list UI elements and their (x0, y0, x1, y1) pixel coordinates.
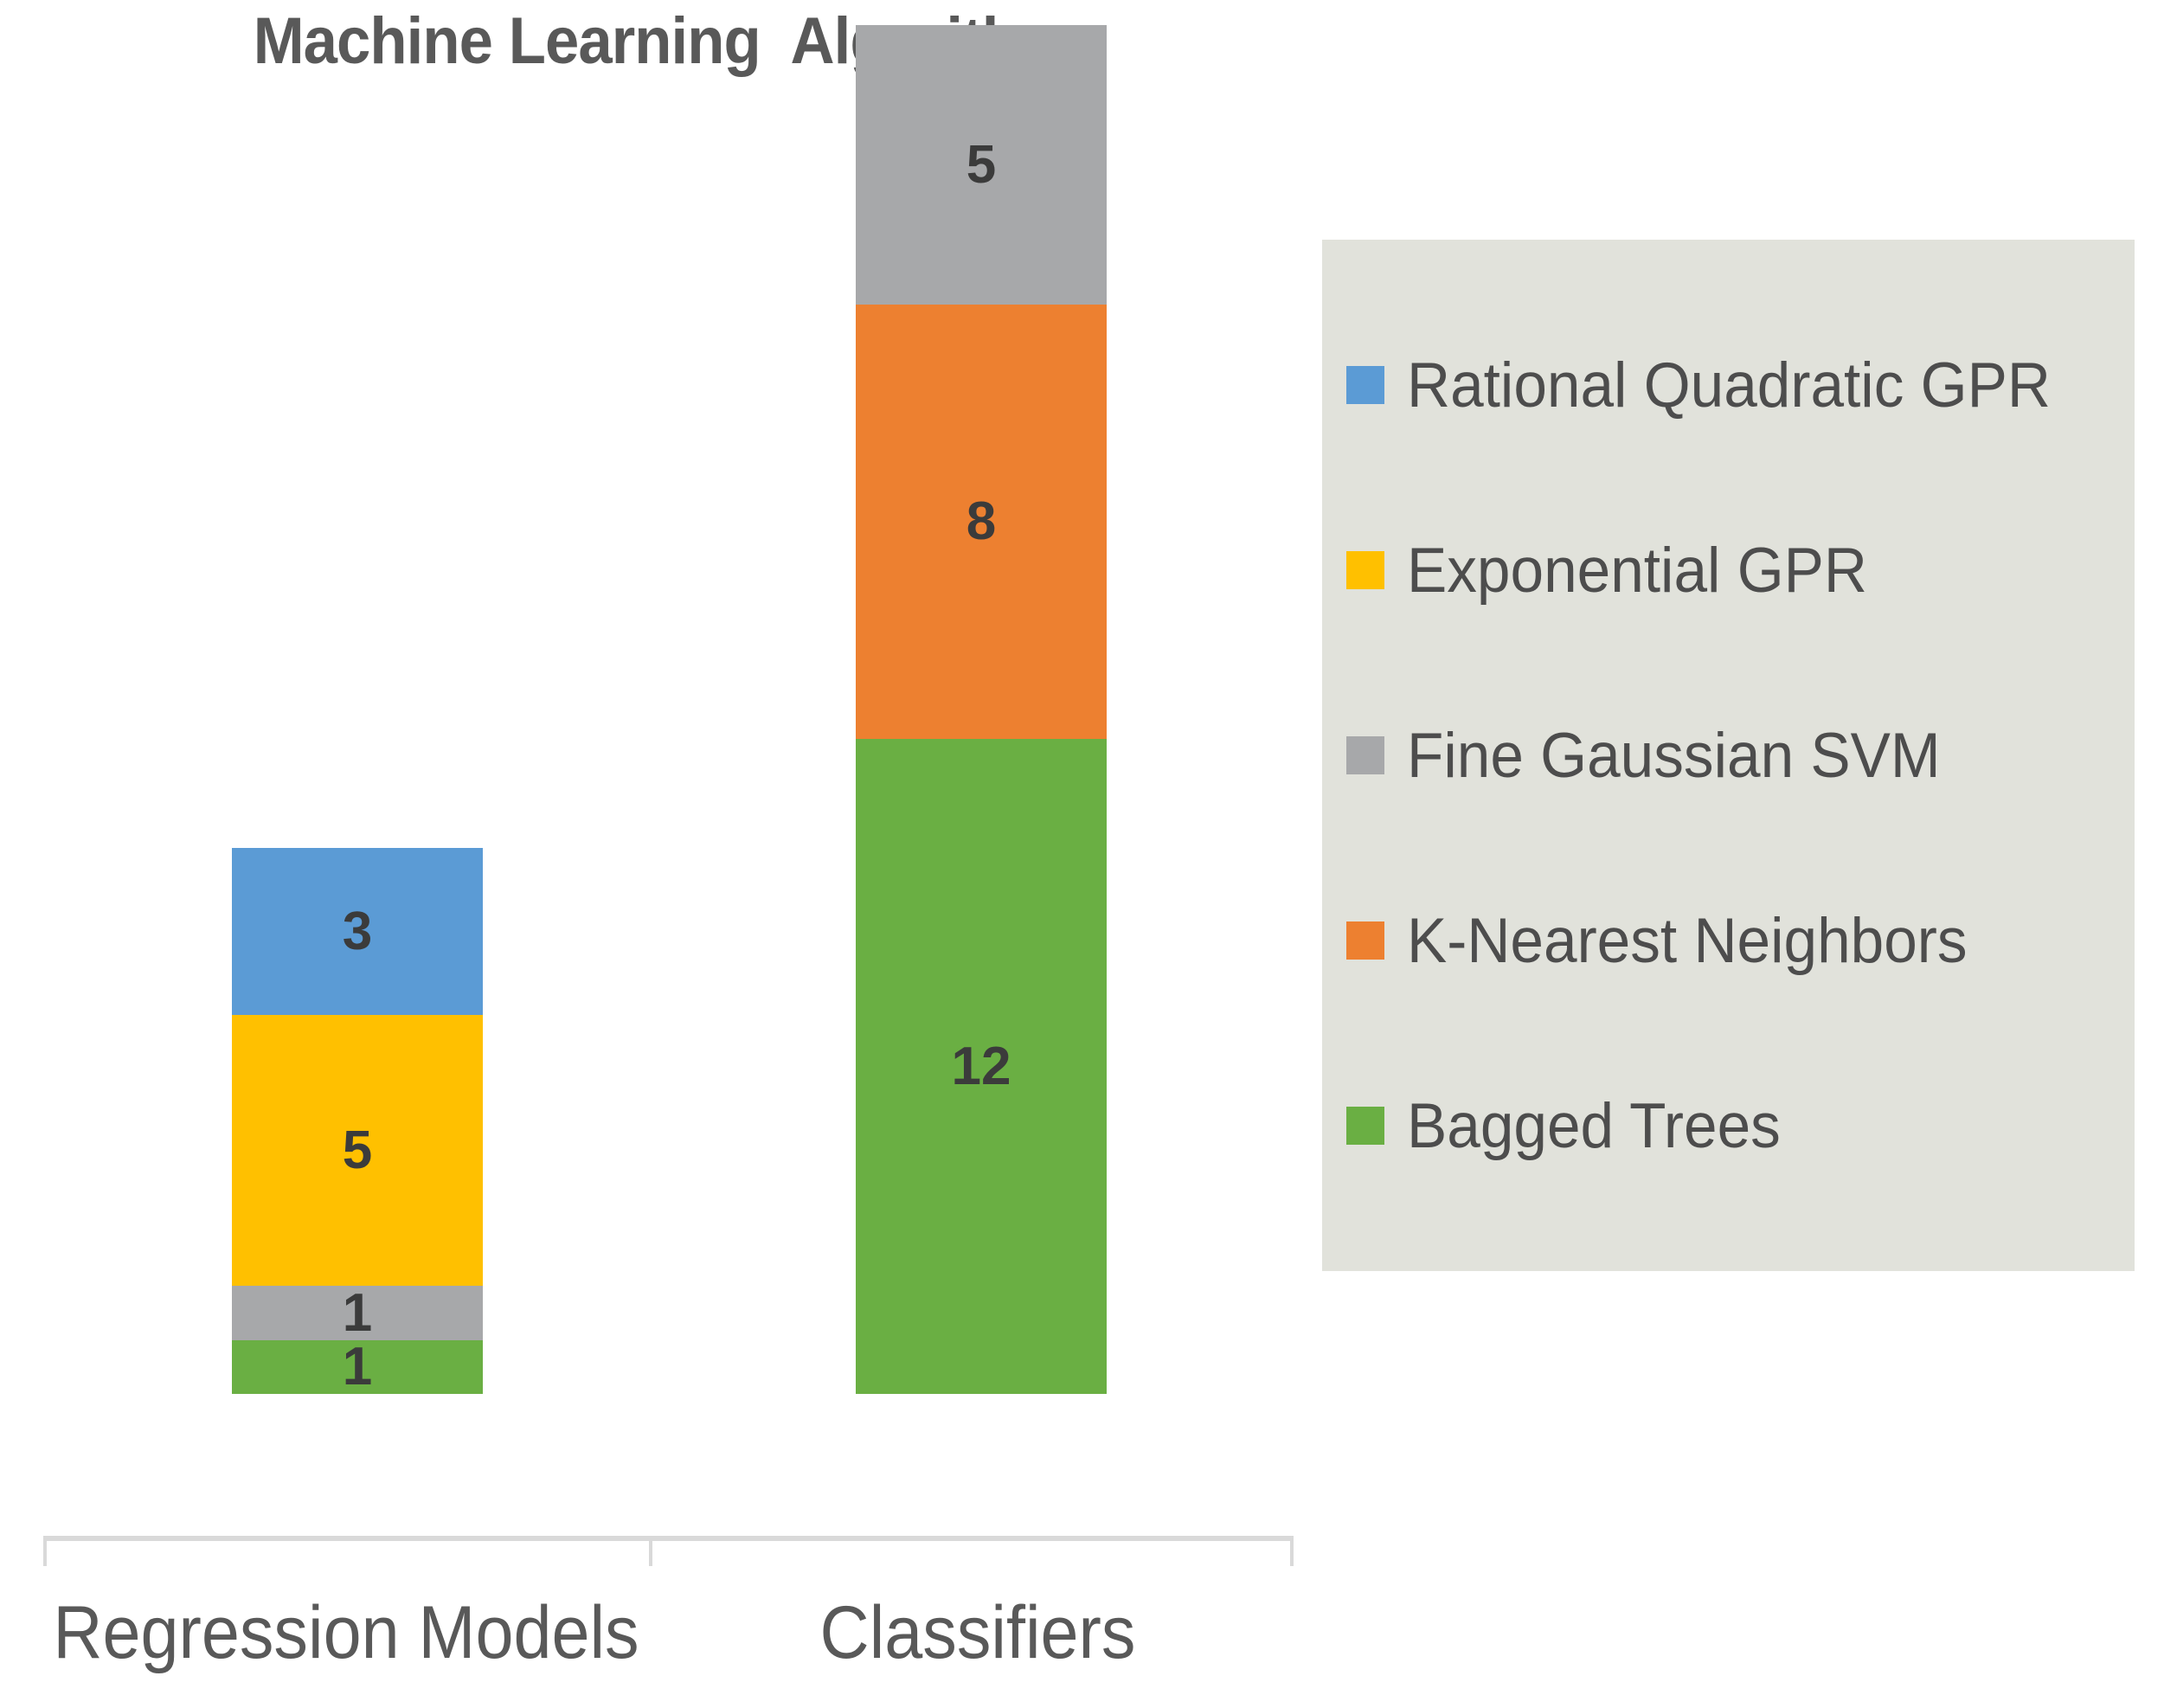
legend-item-k-nearest-neighbors[interactable]: K-Nearest Neighbors (1346, 901, 2135, 980)
bar-value-label: 3 (342, 901, 373, 961)
bar-segment-exponential-gpr[interactable]: 5 (232, 1015, 483, 1286)
legend-item-label: Rational Quadratic GPR (1407, 350, 2051, 421)
legend-swatch-icon (1346, 366, 1384, 404)
bar-segment-k-nearest-neighbors[interactable]: 8 (856, 305, 1107, 739)
legend-item-label: Bagged Trees (1407, 1090, 1781, 1161)
x-axis-tick-middle (649, 1536, 652, 1566)
bar-value-label: 8 (966, 491, 997, 551)
bar-segment-bagged-trees[interactable]: 12 (856, 739, 1107, 1394)
legend-item-exponential-gpr[interactable]: Exponential GPR (1346, 530, 2135, 610)
legend-item-fine-gaussian-svm[interactable]: Fine Gaussian SVM (1346, 716, 2135, 795)
bar-value-label: 1 (342, 1337, 373, 1397)
plot-area: 1 1 5 3 12 8 5 (43, 25, 1294, 1566)
x-axis-line (43, 1536, 1294, 1541)
legend-swatch-icon (1346, 551, 1384, 589)
bar-value-label: 12 (951, 1036, 1011, 1096)
legend-item-label: Exponential GPR (1407, 535, 1867, 606)
bar-value-label: 1 (342, 1282, 373, 1343)
bar-stack-classifiers[interactable]: 12 8 5 (856, 25, 1107, 1394)
x-axis-category-label-regression-models: Regression Models (53, 1591, 639, 1674)
x-axis-tick-left (43, 1536, 47, 1566)
bar-segment-fine-gaussian-svm[interactable]: 5 (856, 25, 1107, 305)
legend-swatch-icon (1346, 1107, 1384, 1145)
legend-swatch-icon (1346, 921, 1384, 960)
bar-value-label: 5 (966, 134, 997, 195)
bar-segment-bagged-trees[interactable]: 1 (232, 1340, 483, 1394)
x-axis-category-label-classifiers: Classifiers (819, 1591, 1136, 1674)
legend-item-label: Fine Gaussian SVM (1407, 720, 1941, 791)
legend-item-bagged-trees[interactable]: Bagged Trees (1346, 1086, 2135, 1165)
x-axis-tick-right (1290, 1536, 1294, 1566)
bar-stack-regression-models[interactable]: 1 1 5 3 (232, 848, 483, 1394)
bar-segment-fine-gaussian-svm[interactable]: 1 (232, 1286, 483, 1340)
bar-value-label: 5 (342, 1120, 373, 1180)
legend-item-label: K-Nearest Neighbors (1407, 905, 1968, 976)
chart-legend: Rational Quadratic GPR Exponential GPR F… (1322, 240, 2135, 1271)
legend-swatch-icon (1346, 736, 1384, 774)
bar-segment-rational-quadratic-gpr[interactable]: 3 (232, 848, 483, 1015)
legend-item-rational-quadratic-gpr[interactable]: Rational Quadratic GPR (1346, 345, 2135, 425)
